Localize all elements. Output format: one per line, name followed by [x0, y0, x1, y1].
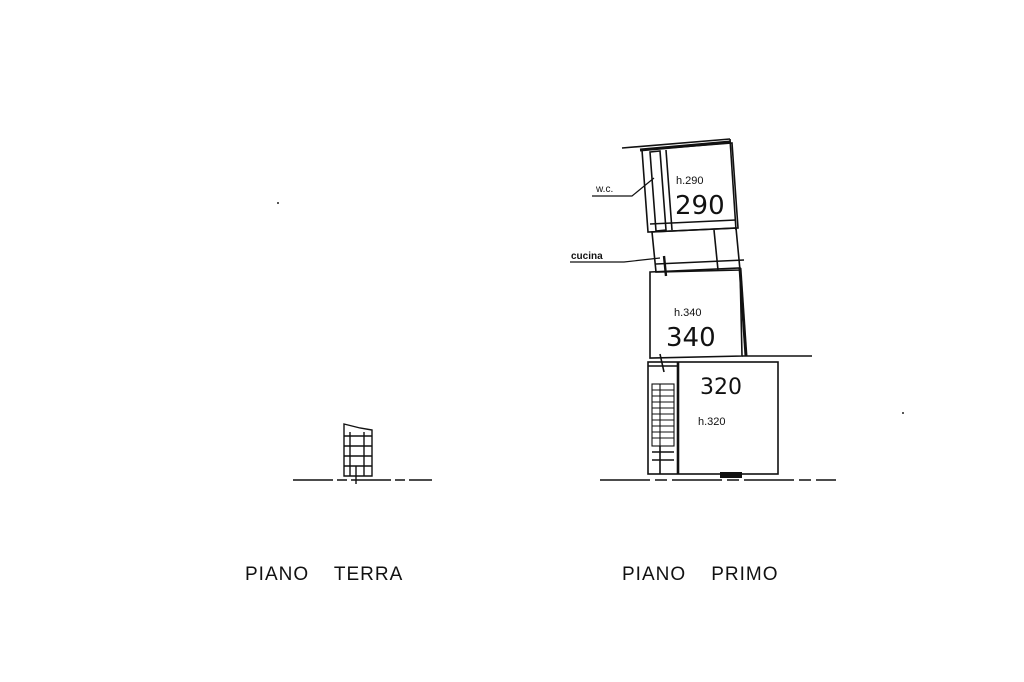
room-middle-height-value: 340 [666, 323, 716, 353]
caption-first-floor: PIANO PRIMO [622, 564, 779, 585]
room-middle-height-label: h.340 [674, 307, 702, 319]
first-floor-stair [651, 383, 675, 447]
kitchen-label: cucina [571, 251, 603, 262]
room-top [641, 142, 739, 233]
caption-ground-floor: PIANO TERRA [245, 564, 403, 585]
wc-label: w.c. [595, 184, 613, 195]
room-bottom [647, 361, 779, 478]
room-bottom-height-value: 320 [700, 375, 742, 400]
ground-floor-stair [343, 423, 373, 484]
kitchen-leader-line [570, 257, 661, 263]
top-boundary-line [621, 138, 731, 149]
wc-leader-line [592, 177, 655, 197]
room-top-height-value: 290 [675, 191, 725, 221]
speck [277, 202, 279, 204]
room-middle [649, 267, 812, 373]
speck [902, 412, 904, 414]
ground-floor-plan [293, 423, 432, 484]
first-floor-plan [570, 138, 836, 481]
room-top-height-label: h.290 [676, 175, 704, 187]
room-bottom-height-label: h.320 [698, 416, 726, 428]
